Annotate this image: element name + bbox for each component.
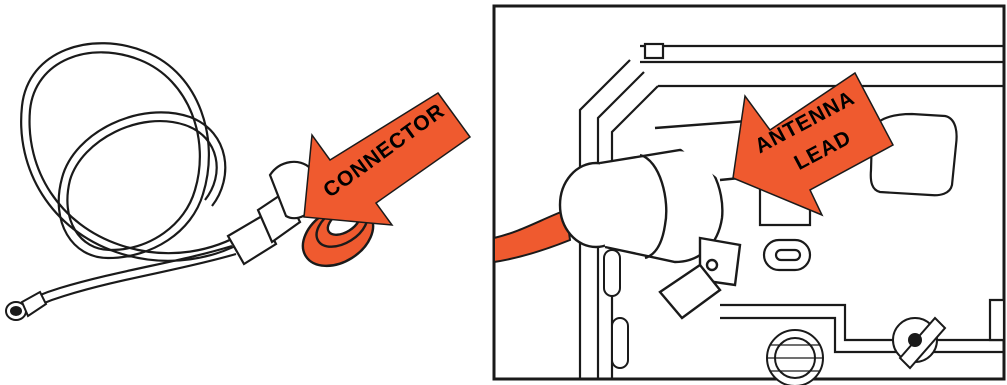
end-plug-icon	[6, 292, 46, 320]
right-panel: ANTENNA LEAD	[494, 6, 1004, 385]
connector-callout-arrow: CONNECTOR	[304, 93, 470, 225]
left-panel: CONNECTOR	[6, 43, 470, 320]
knob-icon	[767, 330, 823, 385]
coiled-cable	[18, 43, 250, 314]
